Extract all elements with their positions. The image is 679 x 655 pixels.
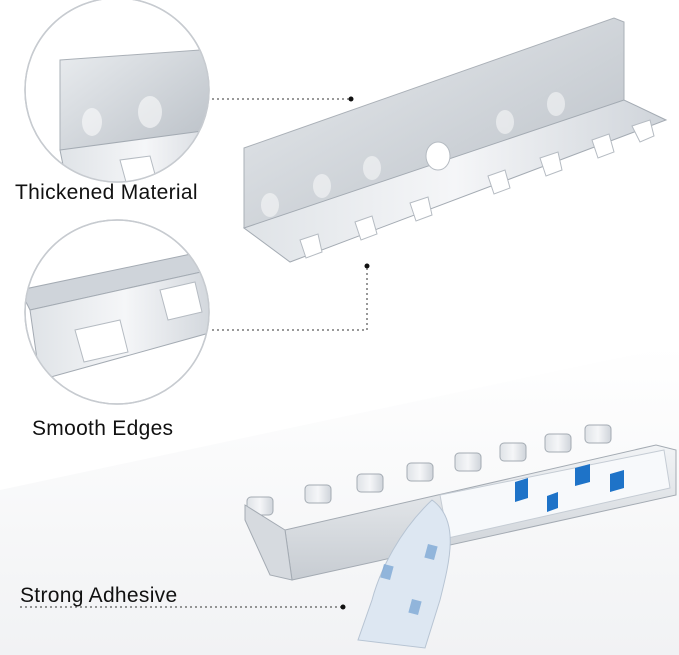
label-strong-adhesive: Strong Adhesive (20, 584, 178, 607)
background-shadow-band (0, 345, 679, 655)
rack-adhesive-view (244, 424, 677, 649)
callout-dot-icon (340, 604, 346, 610)
rack-top-view (242, 17, 668, 263)
zoom-circle-thickened (24, 0, 210, 183)
callout-lines (20, 98, 368, 608)
callout-dot-icon (348, 96, 354, 102)
zoom-circle-smooth (24, 219, 210, 405)
label-smooth-edges: Smooth Edges (32, 417, 174, 440)
label-thickened-material: Thickened Material (15, 181, 198, 204)
callout-dot-icon (364, 263, 370, 269)
